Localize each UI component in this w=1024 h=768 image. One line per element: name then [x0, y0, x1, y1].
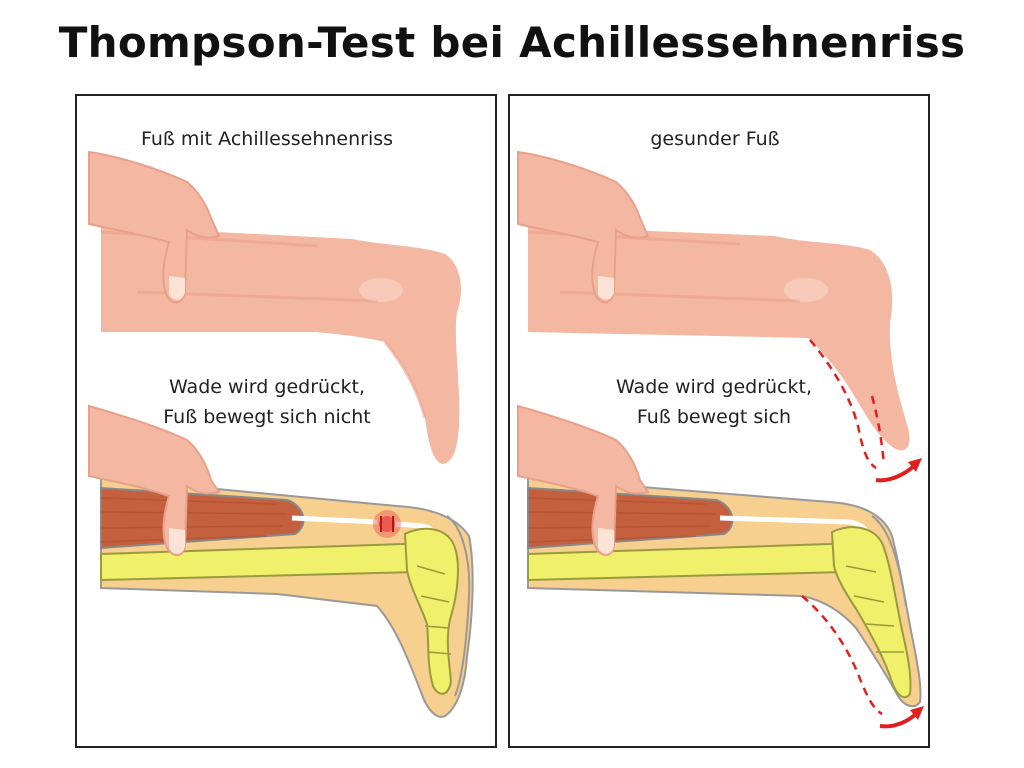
- hand-lower: [88, 404, 221, 557]
- caption-line-2: Fuß bewegt sich nicht: [163, 406, 371, 428]
- caption-line-2: Fuß bewegt sich: [636, 406, 792, 428]
- panel-caption: Wade wird gedrückt, Fuß bewegt sich: [594, 372, 834, 432]
- hand-upper: [88, 150, 221, 304]
- original-position-outline-lower: [801, 595, 883, 716]
- caption-line-1: Wade wird gedrückt,: [168, 376, 365, 398]
- movement-arrow-upper: [875, 458, 922, 483]
- caption-line-1: Wade wird gedrückt,: [615, 376, 812, 398]
- rupture-marker: [373, 510, 401, 538]
- panel-heading: Fuß mit Achillessehnenriss: [140, 128, 394, 150]
- movement-arrow-lower: [879, 706, 924, 729]
- hand-upper: [517, 150, 650, 304]
- panel-heading: gesunder Fuß: [650, 128, 780, 150]
- panel-ruptured-tendon: Fuß mit Achillessehnenriss Wade wird ged…: [75, 94, 497, 748]
- healthy-foot-illustration: [517, 150, 924, 729]
- ruptured-foot-illustration: [88, 150, 474, 718]
- hand-lower: [517, 404, 650, 557]
- leg-anatomy-section: [527, 476, 922, 708]
- panel-healthy-foot: gesunder Fuß Wade wird gedrückt, Fuß bew…: [508, 94, 930, 748]
- panel-caption: Wade wird gedrückt, Fuß bewegt sich nich…: [147, 372, 387, 432]
- page-title: Thompson-Test bei Achillessehnenriss: [58, 18, 966, 67]
- leg-anatomy-section: [100, 476, 474, 718]
- original-position-outline: [809, 339, 886, 470]
- leg-external-view: [100, 226, 461, 464]
